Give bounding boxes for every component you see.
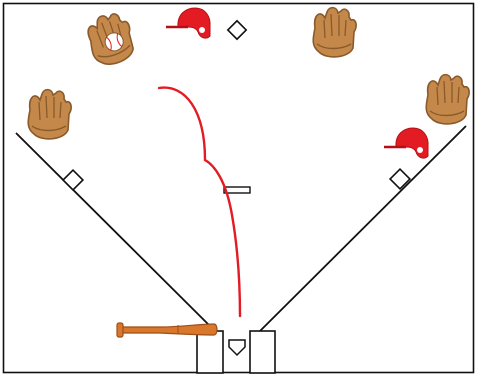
pitchers-rubber: [224, 187, 250, 193]
third-base-icon: [63, 170, 83, 190]
batting-helmet-icon-first: [384, 128, 428, 158]
glove-icon-right-field: [426, 75, 469, 124]
glove-icon-left-field: [28, 90, 71, 139]
second-base-icon: [228, 21, 246, 39]
bat-icon: [117, 323, 217, 337]
batting-helmet-icon-second: [166, 8, 210, 38]
batters-box-right: [250, 331, 275, 373]
glove-with-ball-icon: [83, 9, 139, 69]
home-plate-icon: [229, 340, 245, 355]
glove-icon-center-field: [313, 8, 356, 57]
first-base-line: [257, 126, 466, 334]
third-base-line: [16, 133, 218, 334]
batters-box-left: [197, 331, 223, 373]
ball-trajectory: [159, 88, 240, 316]
